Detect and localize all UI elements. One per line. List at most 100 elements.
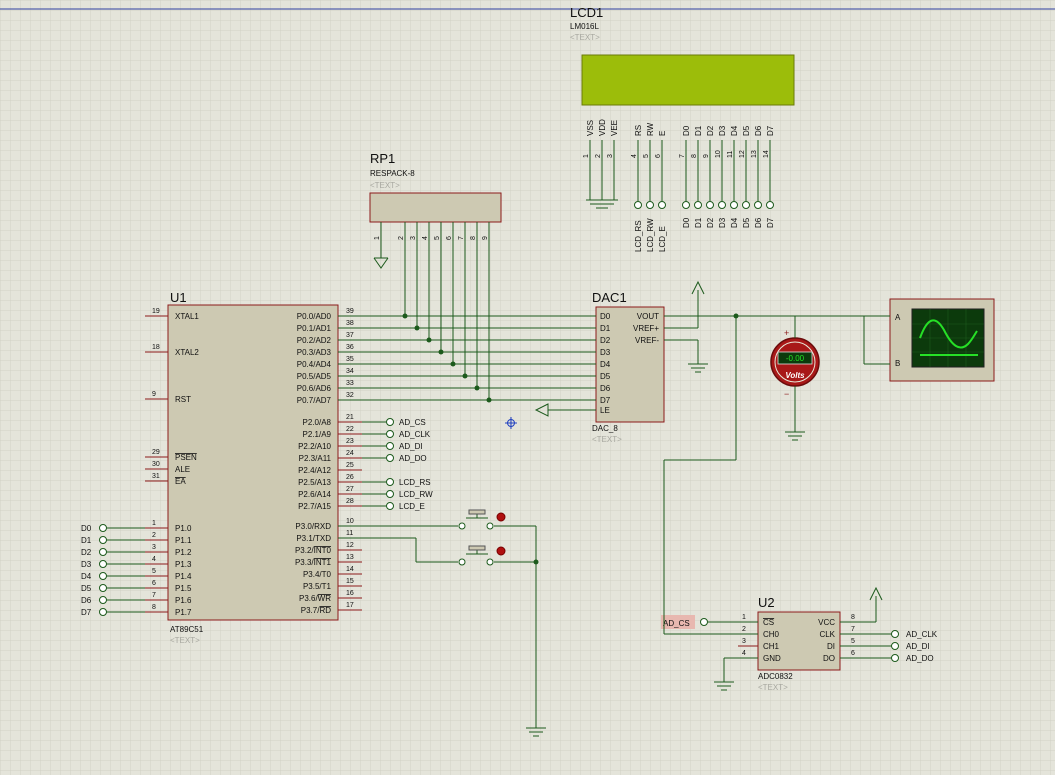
lcd-pin-number: 3 (607, 154, 614, 158)
switch-sw1[interactable] (458, 509, 506, 530)
u1-p1-terminal[interactable] (99, 536, 107, 544)
u1-p2-terminal[interactable] (386, 502, 394, 510)
u1-p1-net-label: D3 (81, 560, 92, 569)
lcd-net-terminal[interactable] (682, 201, 690, 209)
lcd-net-terminal[interactable] (706, 201, 714, 209)
u1-pin-number: 33 (346, 380, 354, 387)
oscilloscope[interactable]: A B (889, 298, 995, 382)
u1-pin-number: 6 (152, 580, 156, 587)
lcd-net-label: D5 (742, 217, 751, 228)
junction-dots (402, 313, 739, 565)
voltmeter-reading: -0.00 (786, 354, 805, 363)
u2-component[interactable]: U2 ADC0832 <TEXT> 1CS2CH03CH14GND8VCC7CL… (661, 595, 938, 692)
u1-p2-terminal[interactable] (386, 418, 394, 426)
u1-p2-terminal[interactable] (386, 454, 394, 462)
switch-sw2[interactable] (458, 545, 506, 566)
u1-pin-name: P2.2/A10 (298, 442, 331, 451)
u1-pin-name: P2.1/A9 (303, 430, 332, 439)
lcd-net-label: D7 (766, 217, 775, 228)
u1-body (167, 304, 339, 621)
lcd-net-label: LCD_E (658, 226, 667, 252)
u1-p2-terminal[interactable] (386, 442, 394, 450)
oscilloscope-trace-a (919, 319, 978, 349)
u2-pin-name: CH1 (763, 642, 780, 651)
u2-pin-name: VCC (818, 618, 835, 627)
u1-pin-number: 32 (346, 392, 354, 399)
u1-pin-number: 11 (346, 530, 353, 537)
u1-p1-terminal[interactable] (99, 524, 107, 532)
lcd1-text-placeholder: <TEXT> (570, 33, 600, 42)
u2-pin-number: 2 (742, 626, 746, 633)
u1-pin-number: 31 (152, 473, 160, 480)
u1-pin-number: 27 (346, 486, 354, 493)
lcd-pin-name: D1 (694, 125, 703, 136)
lcd-net-terminal[interactable] (754, 201, 762, 209)
lcd-pin-name: VEE (610, 120, 619, 136)
u1-pin-name: P2.6/A14 (298, 490, 331, 499)
lcd-pin-number: 10 (715, 150, 722, 158)
rp1-body (369, 192, 502, 223)
lcd-net-terminal[interactable] (646, 201, 654, 209)
u1-pin-name: P1.4 (175, 572, 192, 581)
u1-pin-number: 13 (346, 554, 354, 561)
u1-pin-name: P2.0/A8 (303, 418, 332, 427)
u2-text-placeholder: <TEXT> (758, 683, 788, 692)
u1-pin-name: P3.3/INT1 (295, 558, 332, 567)
u2-pin-number: 4 (742, 650, 746, 657)
lcd-net-terminal[interactable] (766, 201, 774, 209)
u1-p2-terminal[interactable] (386, 490, 394, 498)
lcd-pin-name: VSS (586, 120, 595, 136)
lcd-net-terminal[interactable] (718, 201, 726, 209)
lcd-pin-name: D0 (682, 125, 691, 136)
u2-pin-name: CH0 (763, 630, 780, 639)
u1-pin-number: 39 (346, 308, 354, 315)
lcd-pin-number: 12 (739, 150, 746, 158)
u1-pin-number: 28 (346, 498, 354, 505)
power-symbols (534, 280, 883, 601)
lcd-pin-number: 6 (655, 154, 662, 158)
lcd1-component[interactable]: LCD1 LM016L <TEXT> VSS1VDD2VEE3RS4RW5E6D… (570, 5, 795, 252)
u1-pin-number: 8 (152, 604, 156, 611)
u2-net-terminal[interactable] (891, 654, 899, 662)
u2-pin-name: CS (763, 618, 774, 627)
u1-pin-name: ALE (175, 465, 190, 474)
dac1-pin-name: LE (600, 406, 610, 415)
dac1-component[interactable]: DAC1 DAC_8 <TEXT> D0D1D2D3D4D5D6D7LEVOUT… (592, 290, 665, 444)
dac1-pin-name: D0 (600, 312, 611, 321)
lcd-net-terminal[interactable] (658, 201, 666, 209)
u1-pin-number: 3 (152, 544, 156, 551)
u1-p1-terminal[interactable] (99, 608, 107, 616)
u2-net-terminal[interactable] (891, 642, 899, 650)
u1-p2-terminal[interactable] (386, 430, 394, 438)
dac1-pin-name: VOUT (637, 312, 659, 321)
lcd-net-terminal[interactable] (694, 201, 702, 209)
u1-p1-terminal[interactable] (99, 572, 107, 580)
rp1-pin-number: 3 (410, 236, 417, 240)
u1-pin-name: RST (175, 395, 191, 404)
u1-p2-terminal[interactable] (386, 478, 394, 486)
lcd-net-terminal[interactable] (634, 201, 642, 209)
u2-cs-terminal[interactable] (700, 618, 708, 626)
lcd-pin-name: D4 (730, 125, 739, 136)
voltmeter-minus: − (784, 389, 789, 399)
lcd-net-label: D1 (694, 217, 703, 228)
u1-p1-terminal[interactable] (99, 548, 107, 556)
lcd-pin-number: 7 (679, 154, 686, 158)
u1-p1-terminal[interactable] (99, 596, 107, 604)
u1-pin-name: P2.4/A12 (298, 466, 331, 475)
u1-p2-net-label: AD_CS (399, 418, 426, 427)
u2-pin-name: DO (823, 654, 835, 663)
lcd-net-terminal[interactable] (730, 201, 738, 209)
u2-pin-number: 8 (851, 614, 855, 621)
u2-body (757, 611, 841, 671)
u1-pin-name: P3.6/WR (299, 594, 331, 603)
u1-p1-terminal[interactable] (99, 584, 107, 592)
rp1-pin-number: 5 (434, 236, 441, 240)
u2-net-terminal[interactable] (891, 630, 899, 638)
u1-pin-name: P0.4/AD4 (297, 360, 332, 369)
u1-pin-number: 14 (346, 566, 354, 573)
lcd-net-terminal[interactable] (742, 201, 750, 209)
u1-p1-terminal[interactable] (99, 560, 107, 568)
